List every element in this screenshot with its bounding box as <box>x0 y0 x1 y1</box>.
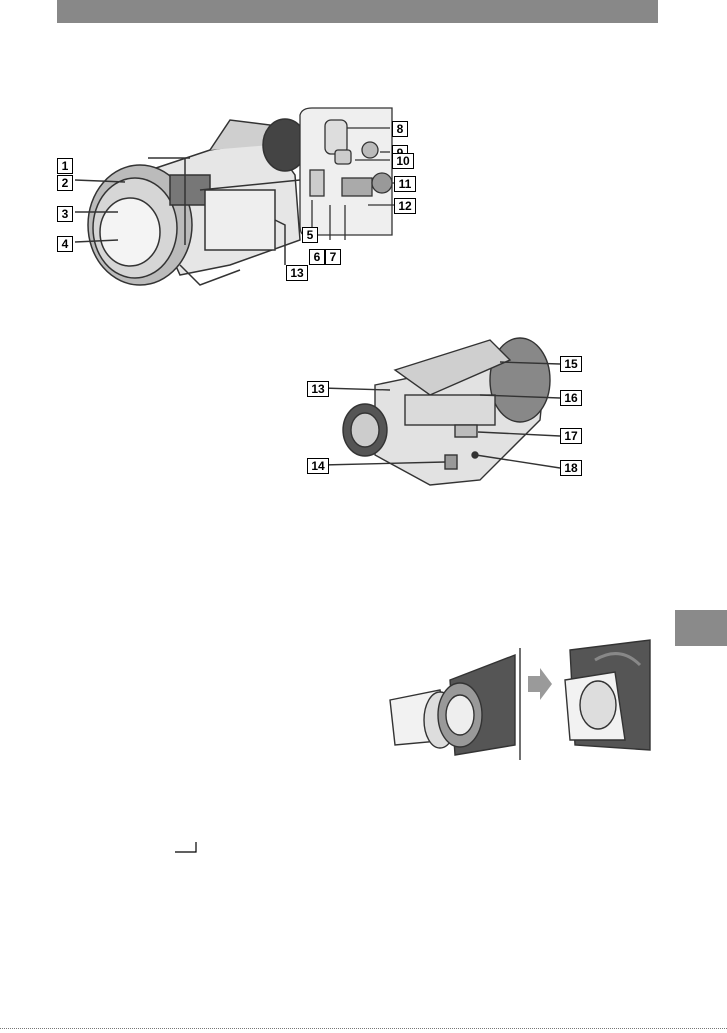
callout-bottom-13: 13 <box>307 381 329 397</box>
callout-front-2: 2 <box>57 175 73 191</box>
camcorder-front-illustration <box>75 119 307 285</box>
callout-bottom-14: 14 <box>307 458 329 474</box>
callout-bottom-15: 15 <box>560 356 582 372</box>
switch-inset-illustration <box>300 108 396 240</box>
callout-front-13: 13 <box>286 265 308 281</box>
callout-inset-11: 11 <box>394 176 416 192</box>
callout-inset-6: 6 <box>309 249 325 265</box>
page-bottom-rule <box>0 1028 727 1029</box>
callout-bottom-16: 16 <box>560 390 582 406</box>
callout-inset-5: 5 <box>302 227 318 243</box>
lens-hood-attached-illustration <box>565 640 650 750</box>
corner-mark-icon <box>175 842 196 852</box>
arrow-right-icon <box>528 668 552 700</box>
callout-inset-12: 12 <box>394 198 416 214</box>
callout-bottom-17: 17 <box>560 428 582 444</box>
callout-front-3: 3 <box>57 206 73 222</box>
callout-front-1: 1 <box>57 158 73 174</box>
callout-inset-10: 10 <box>392 153 414 169</box>
callout-front-4: 4 <box>57 236 73 252</box>
callout-inset-7: 7 <box>325 249 341 265</box>
lens-hood-attach-illustration <box>390 648 520 760</box>
callout-bottom-18: 18 <box>560 460 582 476</box>
camcorder-bottom-illustration <box>322 338 560 485</box>
callout-inset-8: 8 <box>392 121 408 137</box>
